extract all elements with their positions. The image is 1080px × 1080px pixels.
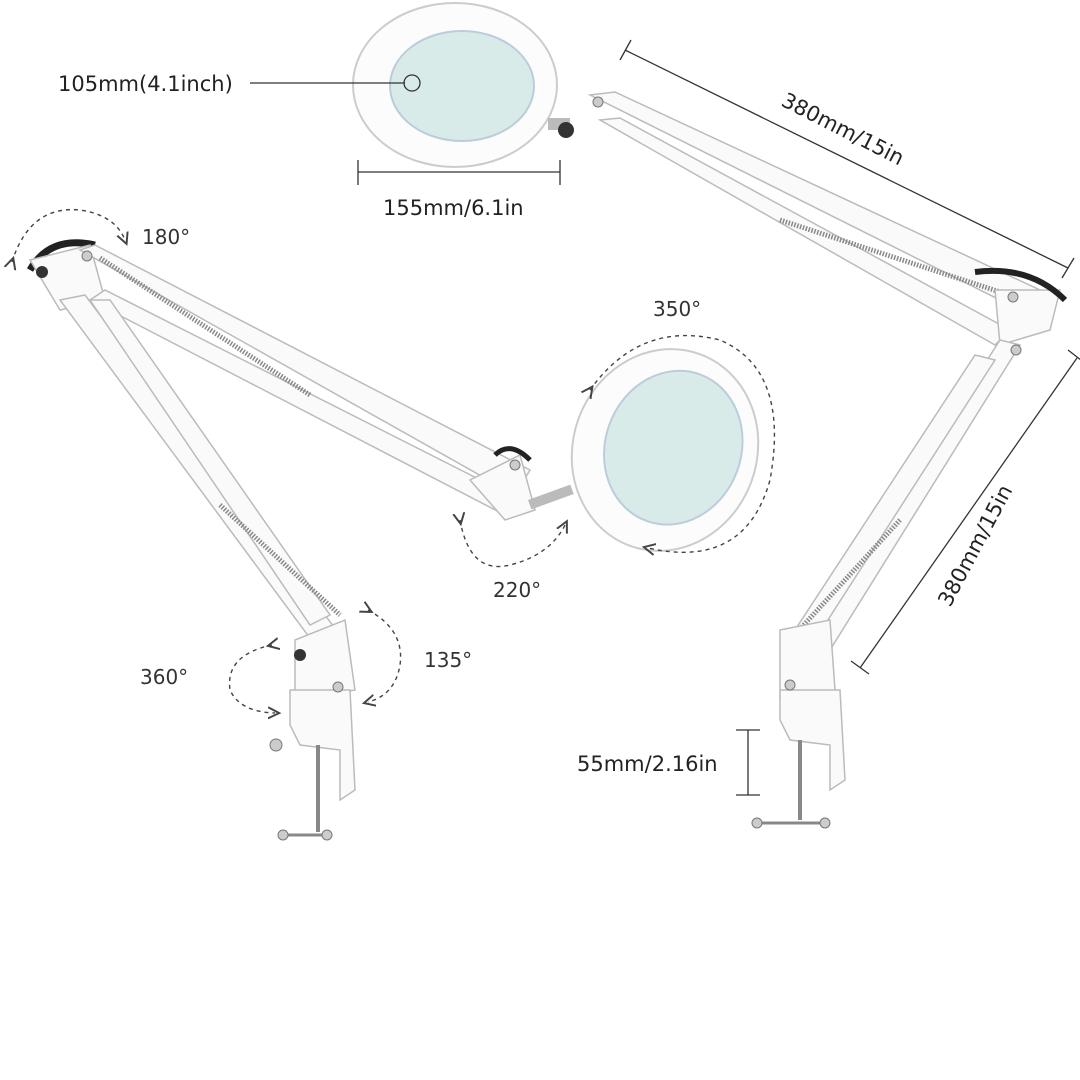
clamp-opening-label: 55mm/2.16in: [577, 752, 718, 776]
extended-lamp: [26, 239, 760, 841]
head-joint-rotation-label: 220°: [493, 578, 541, 602]
head-rotation-label: 350°: [653, 297, 701, 321]
rotation-arrows: [12, 208, 776, 713]
clamp: [779, 689, 846, 792]
upper-arm-length-label: 380mm/15in: [778, 88, 908, 170]
head-width-label: 155mm/6.1in: [383, 196, 524, 220]
lens: [389, 30, 535, 142]
clamp-extended: [289, 689, 356, 802]
base-tilt-label: 135°: [424, 648, 472, 672]
folded-lamp: [352, 2, 1068, 829]
dimension-lines: [250, 39, 1080, 796]
lens-diameter-label: 105mm(4.1inch): [58, 72, 233, 96]
base-swivel-label: 360°: [140, 665, 188, 689]
top-joint-rotation-label: 180°: [142, 225, 190, 249]
